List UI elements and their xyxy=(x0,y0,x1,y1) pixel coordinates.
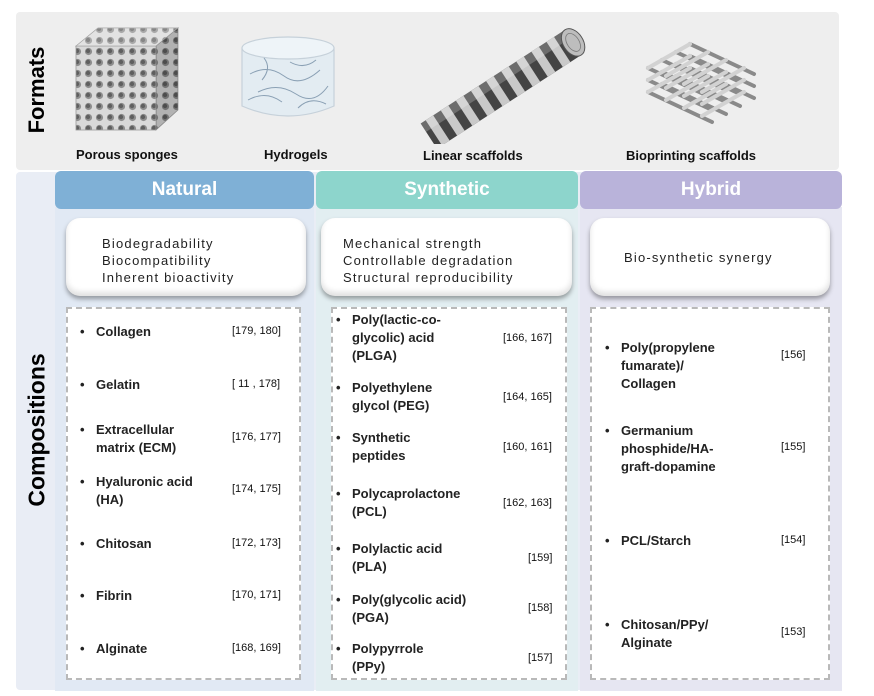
item-name: Poly(propylene fumarate)/ Collagen xyxy=(621,340,715,391)
list-item: •Synthetic peptides xyxy=(336,430,411,463)
item-name: Polyethylene glycol (PEG) xyxy=(352,380,433,413)
list-item: •PCL/Starch xyxy=(605,533,692,548)
item-ref: [154] xyxy=(781,534,806,546)
synthetic-list xyxy=(331,307,567,680)
item-name: Hyaluronic acid (HA) xyxy=(96,474,193,507)
item-ref: [164, 165] xyxy=(503,391,552,403)
list-item: •Polycaprolactone (PCL) xyxy=(336,486,461,519)
list-item: •Polyethylene glycol (PEG) xyxy=(336,380,433,413)
item-ref: [157] xyxy=(528,652,553,664)
item-name: Chitosan xyxy=(96,536,152,551)
item-ref: [155] xyxy=(781,441,806,453)
format-caption-linear-scaffolds: Linear scaffolds xyxy=(423,148,523,163)
item-name: Polycaprolactone (PCL) xyxy=(352,486,461,519)
item-ref: [ 11 , 178] xyxy=(232,378,281,390)
item-name: Collagen xyxy=(96,324,151,339)
format-caption-porous-sponges: Porous sponges xyxy=(76,147,178,162)
item-name: Extracellular matrix (ECM) xyxy=(96,422,177,455)
natural-properties: Biodegradability Biocompatibility Inhere… xyxy=(66,218,306,296)
list-item: •Polypyrrole (PPy) xyxy=(336,641,424,674)
list-item: •Collagen xyxy=(80,324,151,339)
hybrid-header: Hybrid xyxy=(580,171,842,209)
list-item: •Poly(lactic-co-glycolic) acid (PLGA) xyxy=(336,312,441,363)
item-ref: [168, 169] xyxy=(232,642,281,654)
item-name: Polypyrrole (PPy) xyxy=(352,641,424,674)
item-ref: [156] xyxy=(781,349,806,361)
hydrogel-image xyxy=(241,36,335,117)
property-text: Biodegradability xyxy=(102,236,214,251)
natural-list xyxy=(66,307,301,680)
list-item: •Chitosan/PPy/ Alginate xyxy=(605,617,709,650)
list-item: •Extracellular matrix (ECM) xyxy=(80,422,177,455)
synthetic-header: Synthetic xyxy=(316,171,578,209)
compositions-label: Compositions xyxy=(23,353,50,507)
item-ref: [166, 167] xyxy=(503,332,552,344)
property-text: Biocompatibility xyxy=(102,253,212,268)
format-caption-bioprinting-scaffolds: Bioprinting scaffolds xyxy=(626,148,756,163)
item-name: Gelatin xyxy=(96,377,141,392)
property-text: Mechanical strength xyxy=(343,236,483,251)
hybrid-properties: Bio-synthetic synergy xyxy=(590,218,830,296)
property-text: Bio-synthetic synergy xyxy=(624,250,773,265)
item-ref: [176, 177] xyxy=(232,431,281,443)
list-item: •Chitosan xyxy=(80,536,152,551)
item-name: Synthetic peptides xyxy=(352,430,411,463)
item-ref: [158] xyxy=(528,602,553,614)
list-item: •Poly(glycolic acid) (PGA) xyxy=(336,592,467,625)
item-name: Fibrin xyxy=(96,588,133,603)
natural-header: Natural xyxy=(55,171,314,209)
list-item: •Poly(propylene fumarate)/ Collagen xyxy=(605,340,715,391)
property-text: Inherent bioactivity xyxy=(102,270,235,285)
synthetic-properties: Mechanical strength Controllable degrada… xyxy=(321,218,572,296)
hybrid-list xyxy=(590,307,830,680)
linear-scaffold-image xyxy=(420,28,586,144)
formats-label: Formats xyxy=(24,46,49,134)
list-item: •Hyaluronic acid (HA) xyxy=(80,474,193,507)
item-ref: [162, 163] xyxy=(503,497,552,509)
item-ref: [179, 180] xyxy=(232,325,281,337)
item-ref: [153] xyxy=(781,626,806,638)
item-ref: [160, 161] xyxy=(503,441,552,453)
item-name: Poly(glycolic acid) (PGA) xyxy=(352,592,467,625)
item-ref: [170, 171] xyxy=(232,589,281,601)
porous-sponge-image xyxy=(74,27,180,131)
item-ref: [172, 173] xyxy=(232,537,281,549)
list-item: •Polylactic acid (PLA) xyxy=(336,541,443,574)
list-item: •Alginate xyxy=(80,641,148,656)
item-ref: [174, 175] xyxy=(232,483,281,495)
item-ref: [159] xyxy=(528,552,553,564)
item-name: Poly(lactic-co-glycolic) acid (PLGA) xyxy=(352,312,441,363)
bioprinting-scaffold-image xyxy=(646,42,756,124)
item-name: PCL/Starch xyxy=(621,533,692,548)
item-name: Chitosan/PPy/ Alginate xyxy=(621,617,709,650)
property-text: Structural reproducibility xyxy=(343,270,514,285)
item-name: Germanium phosphide/HA-graft-dopamine xyxy=(621,423,716,474)
item-name: Alginate xyxy=(96,641,148,656)
list-item: •Gelatin xyxy=(80,377,141,392)
list-item: •Fibrin xyxy=(80,588,133,603)
item-name: Polylactic acid (PLA) xyxy=(352,541,443,574)
format-caption-hydrogels: Hydrogels xyxy=(264,147,328,162)
list-item: •Germanium phosphide/HA-graft-dopamine xyxy=(605,423,716,474)
property-text: Controllable degradation xyxy=(343,253,514,268)
